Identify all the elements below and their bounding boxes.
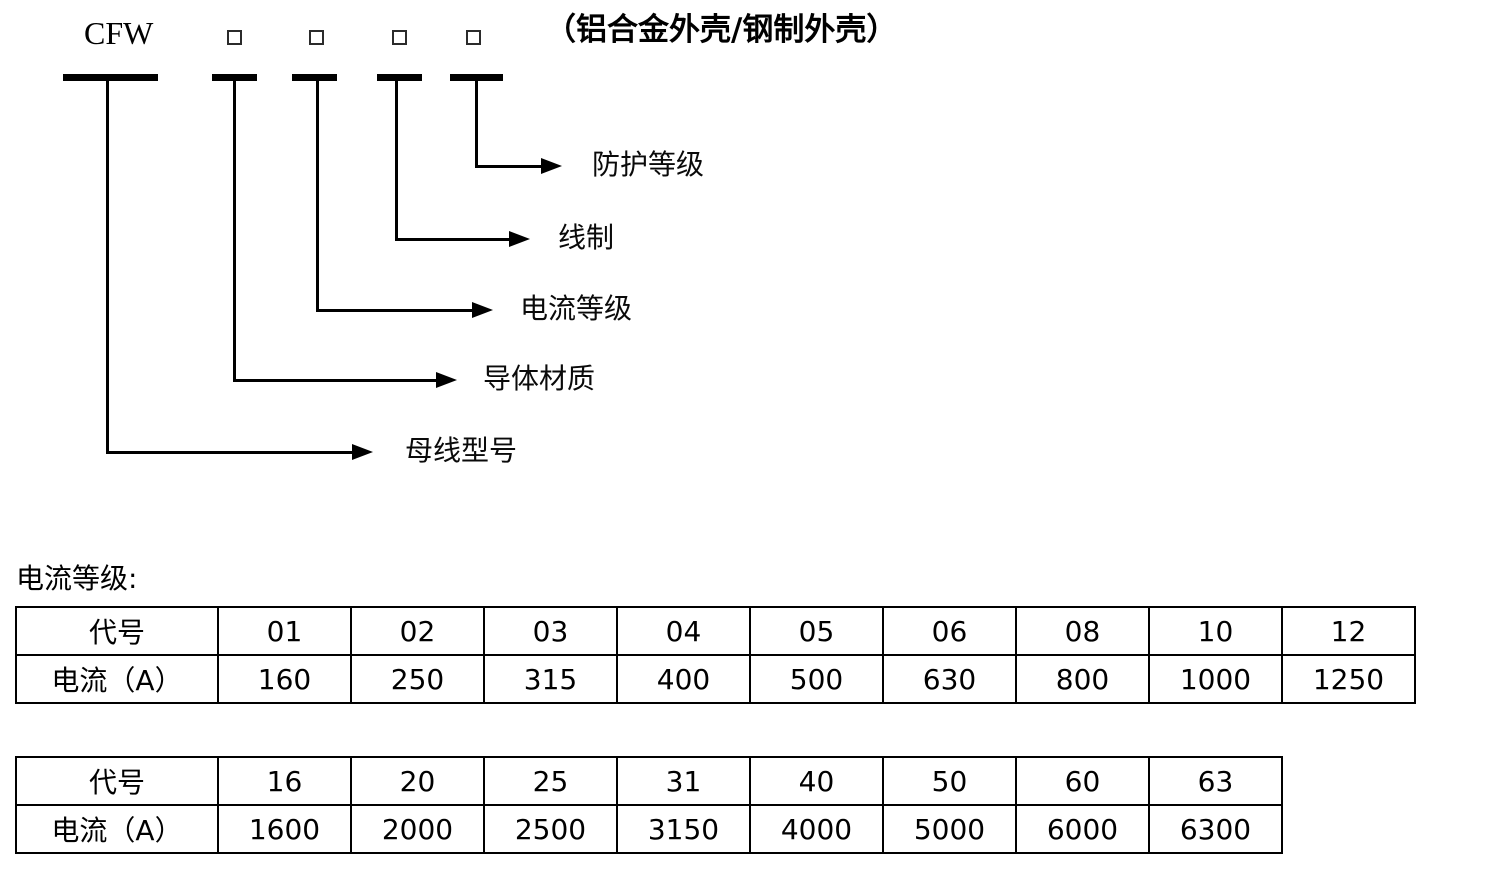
current-cell: 800 — [1015, 654, 1150, 704]
callout-label-wire-system: 线制 — [558, 221, 615, 254]
current-cell: 5000 — [882, 804, 1017, 854]
model-digit-placeholder-box-4 — [466, 30, 481, 45]
current-cell: 1000 — [1148, 654, 1283, 704]
table-row-codes: 代号 16 20 25 31 40 50 60 63 — [15, 756, 1283, 806]
model-prefix-text: CFW — [84, 15, 154, 51]
underline-bar-digit-1 — [212, 74, 257, 81]
code-cell: 04 — [616, 606, 751, 656]
code-cell: 08 — [1015, 606, 1150, 656]
code-cell: 60 — [1015, 756, 1150, 806]
model-digit-placeholder-box-3 — [392, 30, 407, 45]
code-cell: 05 — [749, 606, 884, 656]
callout-vline-conductor-material — [233, 81, 236, 382]
code-cell: 20 — [350, 756, 485, 806]
current-cell: 2000 — [350, 804, 485, 854]
callout-vline-busbar-model — [106, 81, 109, 454]
model-digit-placeholder-box-1 — [227, 30, 242, 45]
current-header-cell: 电流（A） — [15, 804, 219, 854]
code-cell: 16 — [217, 756, 352, 806]
code-cell: 31 — [616, 756, 751, 806]
current-cell: 6300 — [1148, 804, 1283, 854]
table-row-currents: 电流（A） 160 250 315 400 500 630 800 1000 1… — [15, 654, 1416, 704]
callout-label-busbar-model: 母线型号 — [405, 434, 518, 467]
model-digit-placeholder-box-2 — [309, 30, 324, 45]
current-cell: 4000 — [749, 804, 884, 854]
arrowhead-icon — [472, 302, 493, 318]
current-cell: 400 — [616, 654, 751, 704]
arrowhead-icon — [352, 444, 373, 460]
arrowhead-icon — [541, 158, 562, 174]
current-cell: 6000 — [1015, 804, 1150, 854]
callout-hline-busbar-model — [106, 451, 353, 454]
underline-bar-digit-2 — [292, 74, 337, 81]
current-cell: 630 — [882, 654, 1017, 704]
arrowhead-icon — [509, 231, 530, 247]
code-cell: 25 — [483, 756, 618, 806]
underline-bar-digit-3 — [377, 74, 422, 81]
callout-hline-current-rating — [316, 309, 472, 312]
callout-hline-conductor-material — [233, 379, 436, 382]
code-cell: 63 — [1148, 756, 1283, 806]
callout-label-protection-rating: 防护等级 — [592, 148, 705, 181]
current-cell: 1600 — [217, 804, 352, 854]
code-cell: 02 — [350, 606, 485, 656]
code-cell: 40 — [749, 756, 884, 806]
callout-label-conductor-material: 导体材质 — [483, 362, 596, 395]
callout-vline-protection — [475, 81, 478, 168]
current-rating-table-small: 代号 01 02 03 04 05 06 08 10 12 电流（A） 160 … — [15, 606, 1416, 704]
enclosure-note-text: （铝合金外壳/钢制外壳） — [545, 12, 898, 48]
code-header-cell: 代号 — [15, 606, 219, 656]
underline-bar-prefix — [63, 74, 158, 81]
code-cell: 12 — [1281, 606, 1416, 656]
current-header-cell: 电流（A） — [15, 654, 219, 704]
callout-vline-wire-system — [395, 81, 398, 241]
current-cell: 160 — [217, 654, 352, 704]
current-cell: 315 — [483, 654, 618, 704]
current-cell: 1250 — [1281, 654, 1416, 704]
code-cell: 06 — [882, 606, 1017, 656]
code-cell: 50 — [882, 756, 1017, 806]
current-cell: 2500 — [483, 804, 618, 854]
current-rating-table-large: 代号 16 20 25 31 40 50 60 63 电流（A） 1600 20… — [15, 756, 1283, 854]
table-row-currents: 电流（A） 1600 2000 2500 3150 4000 5000 6000… — [15, 804, 1283, 854]
underline-bar-digit-4 — [450, 74, 503, 81]
current-cell: 3150 — [616, 804, 751, 854]
callout-vline-current-rating — [316, 81, 319, 312]
callout-hline-protection — [475, 165, 542, 168]
current-cell: 250 — [350, 654, 485, 704]
code-cell: 01 — [217, 606, 352, 656]
callout-hline-wire-system — [395, 238, 509, 241]
code-header-cell: 代号 — [15, 756, 219, 806]
code-cell: 10 — [1148, 606, 1283, 656]
arrowhead-icon — [436, 372, 457, 388]
callout-label-current-rating: 电流等级 — [520, 292, 633, 325]
current-cell: 500 — [749, 654, 884, 704]
section-heading-current-rating: 电流等级: — [16, 562, 138, 595]
table-row-codes: 代号 01 02 03 04 05 06 08 10 12 — [15, 606, 1416, 656]
code-cell: 03 — [483, 606, 618, 656]
